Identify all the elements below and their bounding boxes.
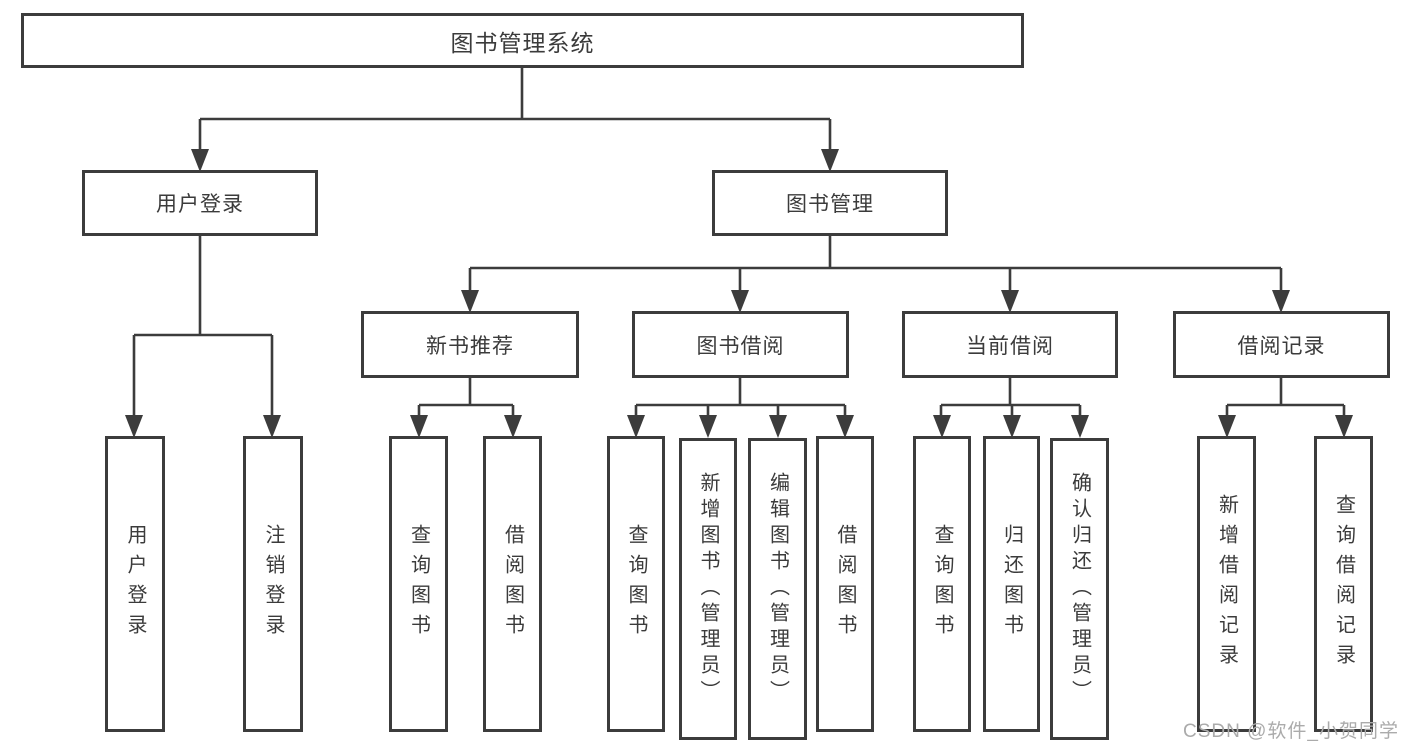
node-user-login: 用户登录: [82, 170, 318, 236]
leaf-br-add-record: 新增借阅记录: [1197, 436, 1256, 732]
leaf-nbr-query-books-label: 查询图书: [407, 524, 430, 644]
node-book-management: 图书管理: [712, 170, 948, 236]
leaf-cb-return-books: 归还图书: [983, 436, 1040, 732]
leaf-bb-edit-books-admin-label: 编辑图书（管理员）: [766, 472, 789, 706]
leaf-logout-label: 注销登录: [262, 524, 284, 644]
node-user-login-label: 用户登录: [156, 193, 244, 216]
node-new-book-recommend-label: 新书推荐: [426, 334, 514, 358]
leaf-bb-add-books-admin: 新增图书（管理员）: [679, 438, 737, 740]
arrowhead-icons: [125, 149, 1353, 438]
leaf-nbr-borrow-books-label: 借阅图书: [501, 524, 524, 644]
leaf-bb-add-books-admin-label: 新增图书（管理员）: [697, 472, 719, 706]
node-borrow-records-label: 借阅记录: [1237, 334, 1326, 358]
leaf-cb-query-books: 查询图书: [913, 436, 971, 732]
node-borrow-records: 借阅记录: [1173, 311, 1390, 378]
csdn-watermark: CSDN @软件_小贺同学: [1183, 721, 1399, 742]
leaf-cb-query-books-label: 查询图书: [931, 524, 953, 644]
leaf-cb-return-books-label: 归还图书: [1000, 524, 1023, 644]
node-root-label: 图书管理系统: [450, 29, 595, 56]
node-root: 图书管理系统: [21, 13, 1024, 68]
leaf-br-add-record-label: 新增借阅记录: [1215, 494, 1238, 674]
node-book-borrowing-label: 图书借阅: [696, 334, 785, 358]
leaf-bb-borrow-books: 借阅图书: [816, 436, 874, 732]
node-book-borrowing: 图书借阅: [632, 311, 849, 378]
leaf-bb-borrow-books-label: 借阅图书: [834, 524, 856, 644]
leaf-bb-query-books: 查询图书: [607, 436, 665, 732]
leaf-cb-confirm-return-admin: 确认归还（管理员）: [1050, 438, 1109, 740]
leaf-br-query-record-label: 查询借阅记录: [1332, 494, 1355, 674]
leaf-nbr-borrow-books: 借阅图书: [483, 436, 542, 732]
leaf-logout: 注销登录: [243, 436, 303, 732]
leaf-bb-query-books-label: 查询图书: [625, 524, 647, 644]
node-new-book-recommend: 新书推荐: [361, 311, 579, 378]
leaf-br-query-record: 查询借阅记录: [1314, 436, 1373, 732]
leaf-bb-edit-books-admin: 编辑图书（管理员）: [748, 438, 807, 740]
node-book-management-label: 图书管理: [786, 193, 874, 216]
leaf-user-login-label: 用户登录: [124, 524, 146, 644]
leaf-nbr-query-books: 查询图书: [389, 436, 448, 732]
leaf-user-login: 用户登录: [105, 436, 165, 732]
node-current-borrowing: 当前借阅: [902, 311, 1118, 378]
leaf-cb-confirm-return-admin-label: 确认归还（管理员）: [1068, 472, 1091, 706]
node-current-borrowing-label: 当前借阅: [966, 334, 1054, 358]
